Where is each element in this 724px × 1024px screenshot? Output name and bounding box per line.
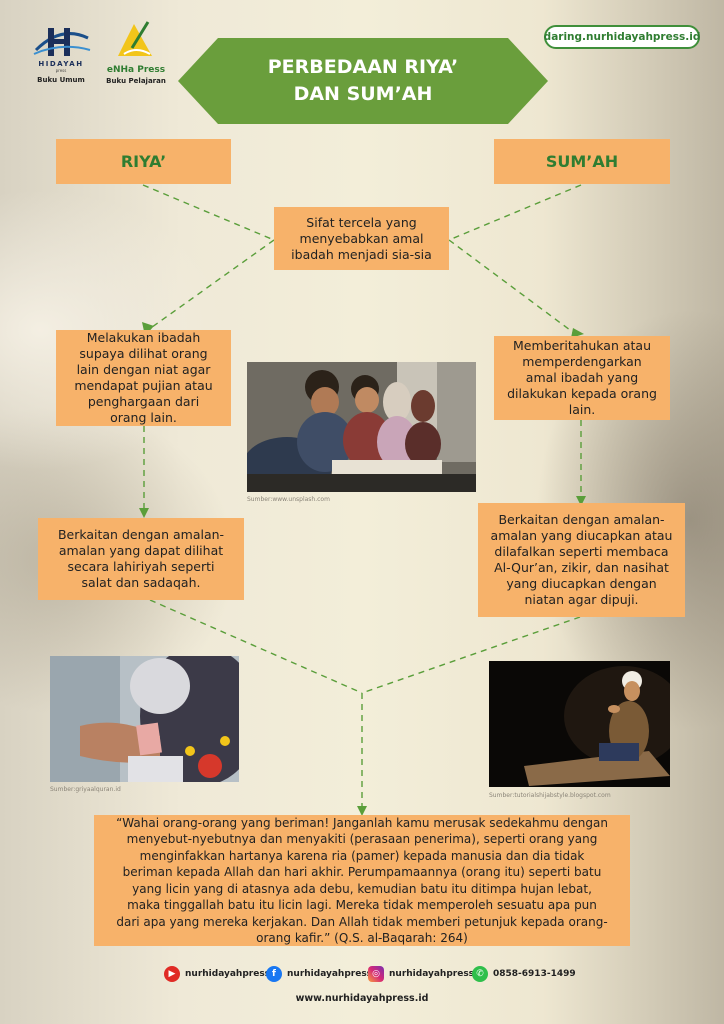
instagram-icon: ◎ <box>368 966 384 982</box>
sumah-related: Berkaitan dengan amalan-amalan yang diuc… <box>478 503 685 617</box>
footer-url[interactable]: www.nurhidayahpress.id <box>295 993 429 1004</box>
hidayah-text: HIDAYAH <box>38 60 84 68</box>
title-banner: PERBEDAAN RIYA’ DAN SUM’AH <box>178 38 548 124</box>
title-line-2: DAN SUM’AH <box>293 83 433 105</box>
center-description: Sifat tercela yang menyebabkan amal ibad… <box>274 207 449 270</box>
quran-quote: “Wahai orang-orang yang beriman! Janganl… <box>94 815 630 946</box>
arrowhead <box>357 806 367 816</box>
source-right: Sumber:tutorialshijabstyle.blogspot.com <box>489 792 611 799</box>
enha-text: eNHa Press <box>106 65 166 75</box>
donation-illustration <box>50 656 239 782</box>
source-left: Sumber:griyaalquran.id <box>50 786 121 793</box>
header-riya: RIYA’ <box>56 139 231 184</box>
children-reading-illustration <box>247 362 476 492</box>
sumah-definition: Memberitahukan atau memperdengarkan amal… <box>494 336 670 420</box>
enha-pen-icon <box>118 21 152 56</box>
youtube-icon: ▶ <box>164 966 180 982</box>
arrowhead <box>571 328 584 338</box>
page-title: PERBEDAAN RIYA’ DAN SUM’AH <box>178 54 548 108</box>
whatsapp-number: 0858-6913-1499 <box>493 969 576 979</box>
arrowhead <box>139 508 149 518</box>
website-pill[interactable]: daring.nurhidayahpress.id <box>544 25 700 49</box>
riya-definition: Melakukan ibadah supaya dilihat orang la… <box>56 330 231 426</box>
instagram-handle: nurhidayahpress <box>389 969 475 979</box>
connector-sumah-center <box>448 184 582 241</box>
boy-praying-illustration <box>489 661 670 787</box>
photo-boy-praying <box>489 661 670 787</box>
enha-caption: Buku Pelajaran <box>106 77 166 85</box>
header-sumah: SUM’AH <box>494 139 670 184</box>
hidayah-sub: press <box>55 68 67 73</box>
source-center: Sumber:www.unsplash.com <box>247 496 330 503</box>
title-line-1: PERBEDAAN RIYA’ <box>267 56 459 78</box>
facebook-handle: nurhidayahpress <box>287 969 373 979</box>
arrowhead <box>576 496 586 506</box>
photo-donation <box>50 656 239 782</box>
social-whatsapp[interactable]: ✆ 0858-6913-1499 <box>472 966 576 982</box>
riya-related: Berkaitan dengan amalan-amalan yang dapa… <box>38 518 244 600</box>
connector-riya-quote <box>149 599 363 694</box>
connector-center-sumah-def <box>448 239 579 337</box>
enha-logo: eNHa Press Buku Pelajaran <box>104 18 168 90</box>
social-instagram[interactable]: ◎ nurhidayahpress <box>368 966 474 982</box>
photo-children-reading <box>247 362 476 492</box>
title-hexagon <box>178 38 548 124</box>
connector-center-riya-def <box>147 239 275 331</box>
hidayah-h-icon <box>33 28 91 56</box>
connector-riya-center <box>142 184 275 241</box>
hidayah-logo: HIDAYAH press Buku Umum <box>26 20 96 90</box>
social-facebook[interactable]: f nurhidayahpress <box>266 966 372 982</box>
connector-sumah-quote <box>361 616 581 694</box>
whatsapp-icon: ✆ <box>472 966 488 982</box>
hidayah-caption: Buku Umum <box>37 76 85 84</box>
facebook-icon: f <box>266 966 282 982</box>
youtube-handle: nurhidayahpress <box>185 969 271 979</box>
social-youtube[interactable]: ▶ nurhidayahpress <box>164 966 270 982</box>
